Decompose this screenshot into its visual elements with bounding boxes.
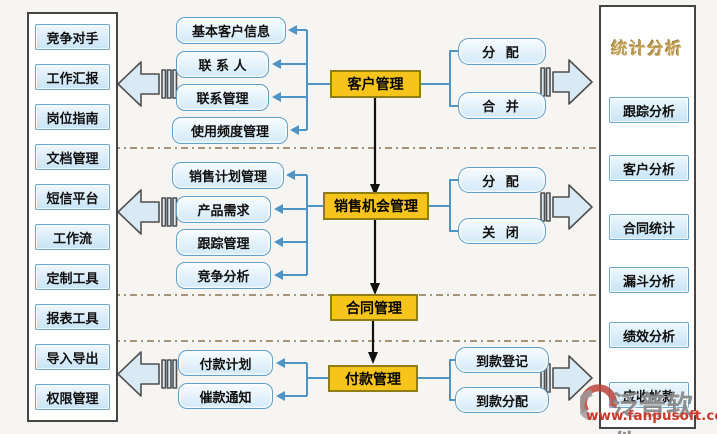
statistics-panel: 统计分析 跟踪分析 客户分析 合同统计 漏斗分析 绩效分析 应收帐款 — [599, 5, 696, 429]
right-item-tracking-analysis: 跟踪分析 — [609, 97, 689, 123]
right-item-contract-stats: 合同统计 — [609, 214, 689, 240]
child-payment-plan: 付款计划 — [178, 350, 273, 376]
block-arrow-right-row1 — [540, 59, 593, 105]
child-contact-management: 联系管理 — [176, 84, 269, 111]
left-item-document-management: 文档管理 — [35, 144, 110, 170]
child-collection-notice: 催款通知 — [178, 383, 273, 409]
child-tracking-management: 跟踪管理 — [176, 229, 271, 256]
action-payment-assign: 到款分配 — [455, 387, 549, 413]
left-item-report-tools: 报表工具 — [35, 304, 110, 330]
left-item-sms-platform: 短信平台 — [35, 184, 110, 210]
child-usage-frequency-management: 使用频度管理 — [172, 117, 288, 144]
statistics-panel-title: 统计分析 — [611, 39, 684, 58]
stage-customer-management: 客户管理 — [330, 70, 421, 98]
left-item-workflow: 工作流 — [35, 224, 110, 250]
left-tools-panel: 竞争对手 工作汇报 岗位指南 文档管理 短信平台 工作流 定制工具 报表工具 导… — [27, 12, 118, 422]
child-contacts: 联 系 人 — [176, 51, 269, 78]
action-brackets — [418, 50, 458, 401]
child-product-demand: 产品需求 — [176, 196, 271, 223]
fan-connectors — [272, 25, 330, 401]
action-assign-opportunity: 分 配 — [458, 167, 546, 193]
left-item-job-guide: 岗位指南 — [35, 104, 110, 130]
action-merge-customer: 合 并 — [458, 92, 546, 119]
block-arrow-left-row1 — [117, 61, 178, 107]
left-item-custom-tools: 定制工具 — [35, 264, 110, 290]
stage-flow-arrows — [368, 98, 380, 364]
child-sales-plan-management: 销售计划管理 — [172, 162, 284, 189]
block-arrow-left-row4 — [117, 351, 178, 397]
child-competition-analysis: 竞争分析 — [176, 262, 271, 289]
left-item-competitor: 竞争对手 — [35, 24, 110, 50]
right-item-performance-analysis: 绩效分析 — [609, 322, 689, 348]
child-basic-customer-info: 基本客户信息 — [176, 17, 286, 44]
stage-payment-management: 付款管理 — [328, 365, 418, 392]
stage-sales-opportunity-management: 销售机会管理 — [323, 192, 429, 220]
right-item-receivables: 应收帐款 — [609, 382, 689, 408]
action-close-opportunity: 关 闭 — [458, 218, 546, 244]
left-item-permission-management: 权限管理 — [35, 384, 110, 410]
stage-contract-management: 合同管理 — [330, 294, 418, 321]
action-payment-register: 到款登记 — [455, 347, 549, 373]
block-arrow-right-row2 — [540, 184, 593, 230]
block-arrow-left-row2 — [117, 189, 178, 235]
right-item-customer-analysis: 客户分析 — [609, 155, 689, 181]
left-item-work-report: 工作汇报 — [35, 64, 110, 90]
right-item-funnel-analysis: 漏斗分析 — [609, 267, 689, 293]
action-assign-customer: 分 配 — [458, 38, 546, 65]
left-item-import-export: 导入导出 — [35, 344, 110, 370]
